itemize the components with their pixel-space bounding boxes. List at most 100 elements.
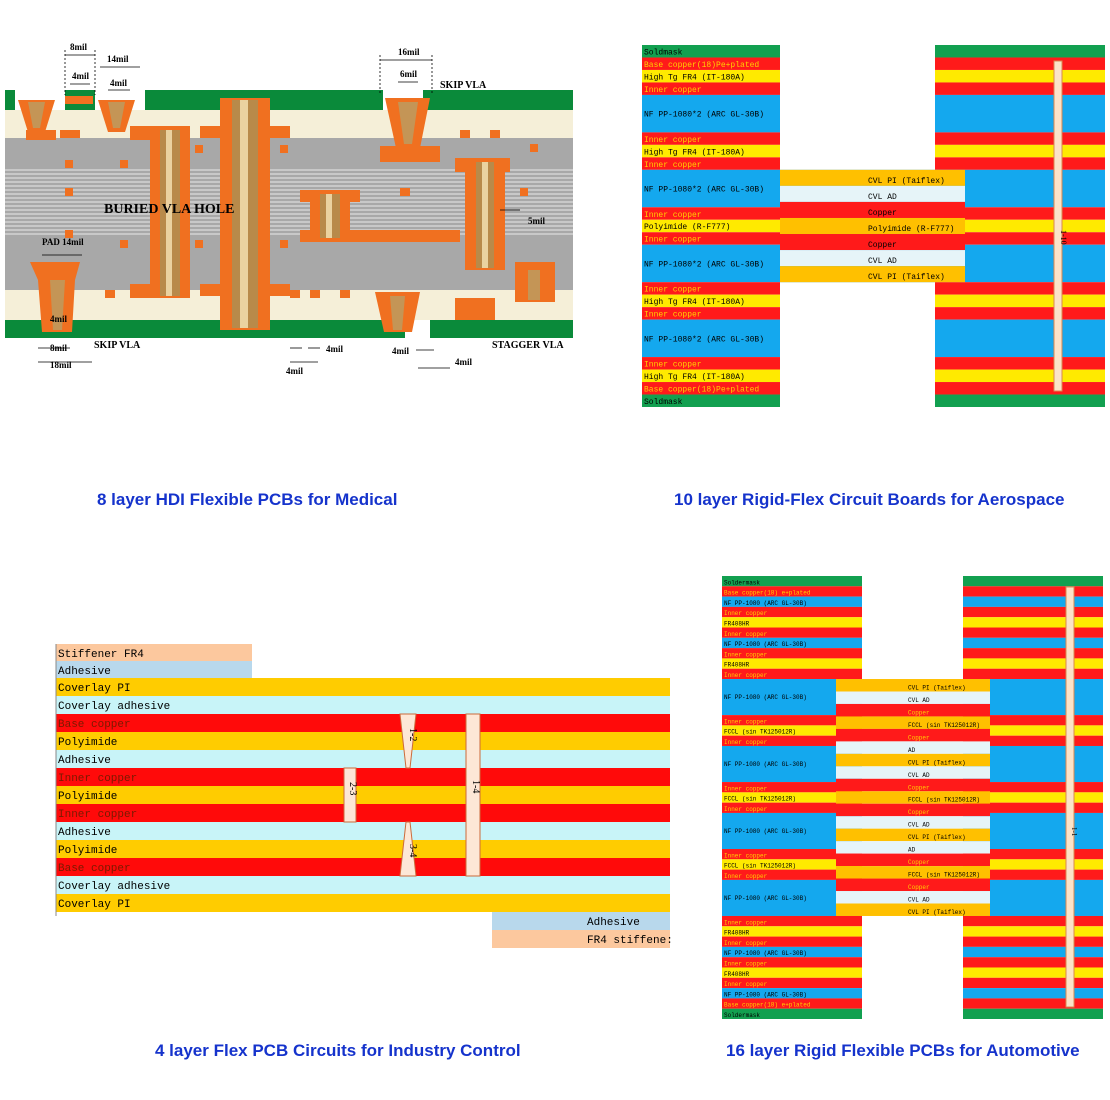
flex4-stiffener-top-label: Stiffener FR4 bbox=[58, 649, 144, 661]
rf16-left-layer bbox=[722, 869, 862, 880]
flex4-layer bbox=[56, 696, 670, 714]
rf16-layer-label: Inner copper bbox=[724, 672, 768, 679]
label-buried-via-hole: BURIED VLA HOLE bbox=[104, 202, 234, 217]
rf16-left-layer bbox=[722, 782, 862, 793]
rf10-left-layer bbox=[642, 132, 780, 145]
rf16-layer-label: Inner copper bbox=[724, 981, 768, 988]
rf10-layer-label: NF PP-1080*2 (ARC GL-30B) bbox=[644, 111, 764, 120]
dim-4mil-e: 4mil bbox=[286, 366, 303, 376]
rf16-flex-layer bbox=[836, 753, 990, 767]
flex4-layer-label: Coverlay adhesive bbox=[58, 701, 170, 713]
rf16-left-layer bbox=[722, 998, 862, 1009]
rf10-right-layer bbox=[935, 69, 1105, 83]
label-skip-vla-top: SKIP VLA bbox=[440, 80, 487, 91]
flex4-layer bbox=[56, 714, 670, 732]
rf16-layer-label: Inner copper bbox=[724, 940, 768, 947]
rf16-layer-label: NF PP-1080 (ARC GL-30B) bbox=[724, 761, 807, 768]
rf16-left-layer bbox=[722, 915, 862, 927]
flex4-layer-label: Base copper bbox=[58, 863, 131, 875]
rf16-right-layer bbox=[963, 725, 1103, 736]
rf16-left-layer bbox=[722, 802, 862, 813]
rf10-right-layer bbox=[935, 382, 1105, 395]
flex4-via-1-2 bbox=[399, 713, 417, 769]
rf16-right-layer bbox=[963, 782, 1103, 793]
rf16-left-layer bbox=[722, 658, 862, 669]
rf16-flex-layer bbox=[836, 803, 990, 817]
rf16-layer-label: Inner copper bbox=[724, 739, 768, 746]
rf16-layer-label: FR408HR bbox=[724, 930, 750, 937]
rf16-layer-label: FCCL (sin TK125012R) bbox=[724, 729, 796, 736]
rf16-layer-label: Inner copper bbox=[724, 785, 768, 792]
rf16-right-layer bbox=[963, 792, 1103, 803]
flex4-layer-label: Polyimide bbox=[58, 737, 117, 749]
flex4-layer-label: Base copper bbox=[58, 719, 131, 731]
rf16-layer-label: FCCL (sin TK125012R) bbox=[724, 863, 796, 870]
rf16-left-layer bbox=[722, 957, 862, 968]
rf10-right-layer bbox=[935, 369, 1105, 383]
rf10-layer-label: Soldmask bbox=[644, 398, 683, 407]
rf10-right-layer bbox=[935, 319, 1105, 358]
rf16-layer-label: NF PP-1080 (ARC GL-30B) bbox=[724, 895, 807, 902]
rf10-layer-label: Soldmask bbox=[644, 48, 683, 57]
rf10-layer-label: NF PP-1080*2 (ARC GL-30B) bbox=[644, 260, 764, 269]
rf10-left-layer bbox=[642, 369, 780, 383]
rf16-layer-label: Soldermask bbox=[724, 1012, 760, 1019]
rf10-right-layer bbox=[935, 294, 1105, 308]
rf16-layer-label: Inner copper bbox=[724, 919, 768, 926]
flex4-layer-label: Coverlay adhesive bbox=[58, 881, 170, 893]
rf16-left-layer bbox=[722, 725, 862, 736]
rf16-right-layer bbox=[963, 596, 1103, 607]
rf16-flex-layer bbox=[836, 816, 990, 829]
dim-4mil-g: 4mil bbox=[455, 357, 472, 367]
rf16-right-layer bbox=[963, 936, 1103, 947]
rf10-flex-label: Copper bbox=[868, 209, 897, 218]
rf10-left-layer bbox=[642, 94, 780, 133]
flex4-layer bbox=[56, 822, 670, 840]
rf16-flex-label: CVL PI (Taiflex) bbox=[908, 834, 966, 841]
rf16-layer-label: Soldermask bbox=[724, 579, 760, 586]
rf10-layer-label: Inner copper bbox=[644, 286, 702, 295]
rf16-flex-label: AD bbox=[908, 747, 916, 754]
rf10-right-layer bbox=[935, 45, 1105, 58]
flex4-layer-label: Polyimide bbox=[58, 791, 117, 803]
rf16-right-layer bbox=[963, 849, 1103, 860]
rf16-flex-label: CVL PI (Taiflex) bbox=[908, 684, 966, 691]
flex4-layer-label: Coverlay PI bbox=[58, 683, 131, 695]
flex4-via-3-4-label: 3-4 bbox=[407, 844, 418, 857]
rf16-flex-label: CVL AD bbox=[908, 697, 930, 704]
rf16-flex-label: Copper bbox=[908, 884, 930, 891]
rf16-right-layer bbox=[963, 637, 1103, 649]
rf10-layer-label: Inner copper bbox=[644, 136, 702, 145]
dim-5mil: 5mil bbox=[528, 216, 545, 226]
rf10-left-layer bbox=[642, 82, 780, 95]
rf16-right-layer bbox=[963, 988, 1103, 999]
rf16-right-layer bbox=[963, 946, 1103, 958]
rf16-right-layer bbox=[963, 957, 1103, 968]
rf16-right-layer bbox=[963, 926, 1103, 937]
rf16-flex-label: CVL AD bbox=[908, 822, 930, 829]
flex4-layer bbox=[56, 732, 670, 750]
flex4-adhesive-top bbox=[56, 661, 252, 678]
rf16-layer-label: NF PP-1080 (ARC GL-30B) bbox=[724, 950, 807, 957]
rf16-flex-layer bbox=[836, 866, 990, 879]
rf10-left-layer bbox=[642, 157, 780, 170]
rf10-flex-label: CVL AD bbox=[868, 257, 897, 266]
rf10-layer-label: NF PP-1080*2 (ARC GL-30B) bbox=[644, 186, 764, 195]
rf16-left-layer bbox=[722, 648, 862, 659]
rf16-flex-label: Copper bbox=[908, 734, 930, 741]
rf16-flex-label: FCCL (sin TK125012R) bbox=[908, 797, 980, 804]
rf16-left-layer bbox=[722, 735, 862, 746]
rf16-left-layer bbox=[722, 792, 862, 803]
caption-rigid-flexible-automotive: 16 layer Rigid Flexible PCBs for Automot… bbox=[726, 1041, 1080, 1060]
dim-4mil-c: 4mil bbox=[50, 314, 67, 324]
rf16-right-layer bbox=[963, 658, 1103, 669]
rf16-right-layer bbox=[963, 977, 1103, 989]
rf10-right-layer bbox=[935, 57, 1105, 70]
flex4-layer-label: Polyimide bbox=[58, 845, 117, 857]
rf16-flex-layer bbox=[836, 778, 990, 792]
rf16-right-layer bbox=[963, 869, 1103, 880]
rf16-left-layer bbox=[722, 1008, 862, 1019]
rf16-flex-layer bbox=[836, 728, 990, 742]
rf10-flex-layer bbox=[780, 185, 965, 202]
rf10-left-layer bbox=[642, 144, 780, 158]
